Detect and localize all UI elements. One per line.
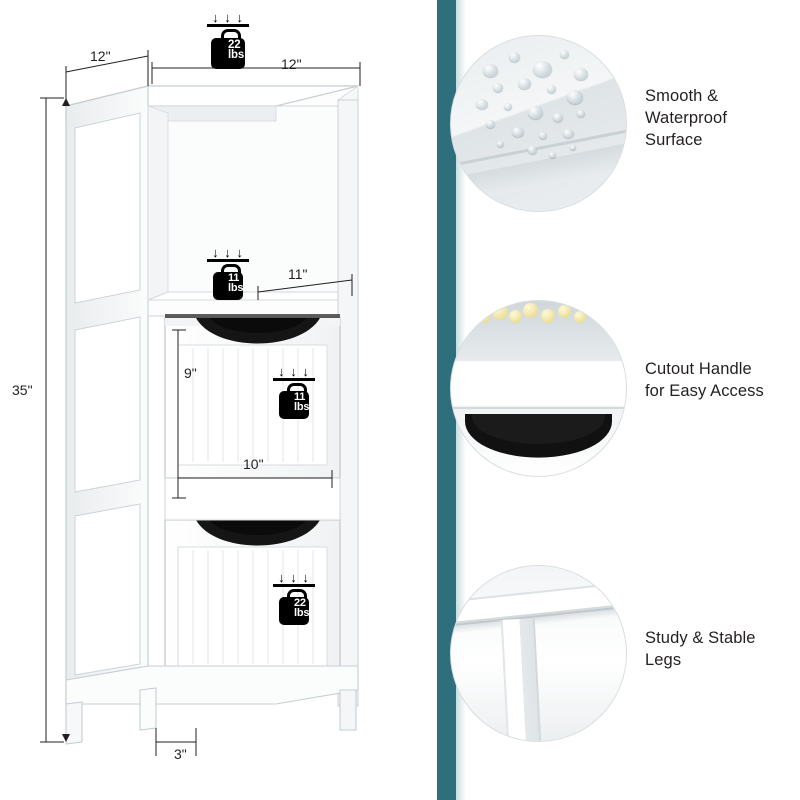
- bag-body-icon: [279, 597, 309, 625]
- dim-top-width: 12": [281, 56, 302, 72]
- dim-height: 35": [12, 382, 33, 398]
- bag-body-icon: [211, 38, 245, 69]
- bag-body-icon: [213, 272, 243, 300]
- water-droplets-icon: [450, 35, 627, 212]
- down-arrows-icon: ↓ ↓ ↓: [278, 570, 310, 585]
- badge-bar: [273, 584, 315, 587]
- weight-badge-lower-drawer: ↓ ↓ ↓ 22 lbs: [271, 570, 317, 625]
- badge-bar: [207, 259, 249, 262]
- down-arrows-icon: ↓ ↓ ↓: [212, 10, 244, 25]
- feature-cutout-handle-label: Cutout Handle for Easy Access: [645, 360, 764, 400]
- badge-bar: [273, 378, 315, 381]
- feature-waterproof-label: Smooth & Waterproof Surface: [645, 87, 728, 149]
- dim-leg-height: 3": [174, 746, 187, 762]
- bag-handle-icon: [287, 383, 307, 398]
- weight-badge-upper-drawer: ↓ ↓ ↓ 11 lbs: [271, 364, 317, 419]
- dim-drawer-height: 9": [184, 365, 197, 381]
- cabinet-illustration: 12" 12" 35" 11" 9" 10" 3" ↓ ↓ ↓ 22 lbs ↓…: [12, 10, 361, 762]
- drawer-handle-icon: [450, 300, 627, 477]
- down-arrows-icon: ↓ ↓ ↓: [212, 245, 244, 260]
- dim-shelf-depth: 11": [288, 266, 308, 282]
- feature-waterproof: Smooth & Waterproof Surface: [440, 15, 795, 265]
- cabinet-svg: [40, 50, 361, 756]
- badge-bar: [207, 24, 249, 27]
- feature-stable-legs-label: Study & Stable Legs: [645, 629, 756, 669]
- weight-badge-top: ↓ ↓ ↓ 22 lbs: [205, 10, 251, 69]
- down-arrows-icon: ↓ ↓ ↓: [278, 364, 310, 379]
- weight-badge-shelf: ↓ ↓ ↓ 11 lbs: [205, 245, 251, 300]
- dim-drawer-width: 10": [243, 456, 264, 472]
- dim-top-depth: 12": [90, 48, 111, 64]
- bag-body-icon: [279, 391, 309, 419]
- feature-stable-legs: Study & Stable Legs: [440, 545, 795, 795]
- feature-cutout-handle: Cutout Handle for Easy Access: [440, 280, 795, 530]
- bag-handle-icon: [221, 264, 241, 279]
- cabinet-leg-icon: [450, 565, 627, 742]
- bag-handle-icon: [287, 589, 307, 604]
- bag-handle-icon: [221, 29, 241, 44]
